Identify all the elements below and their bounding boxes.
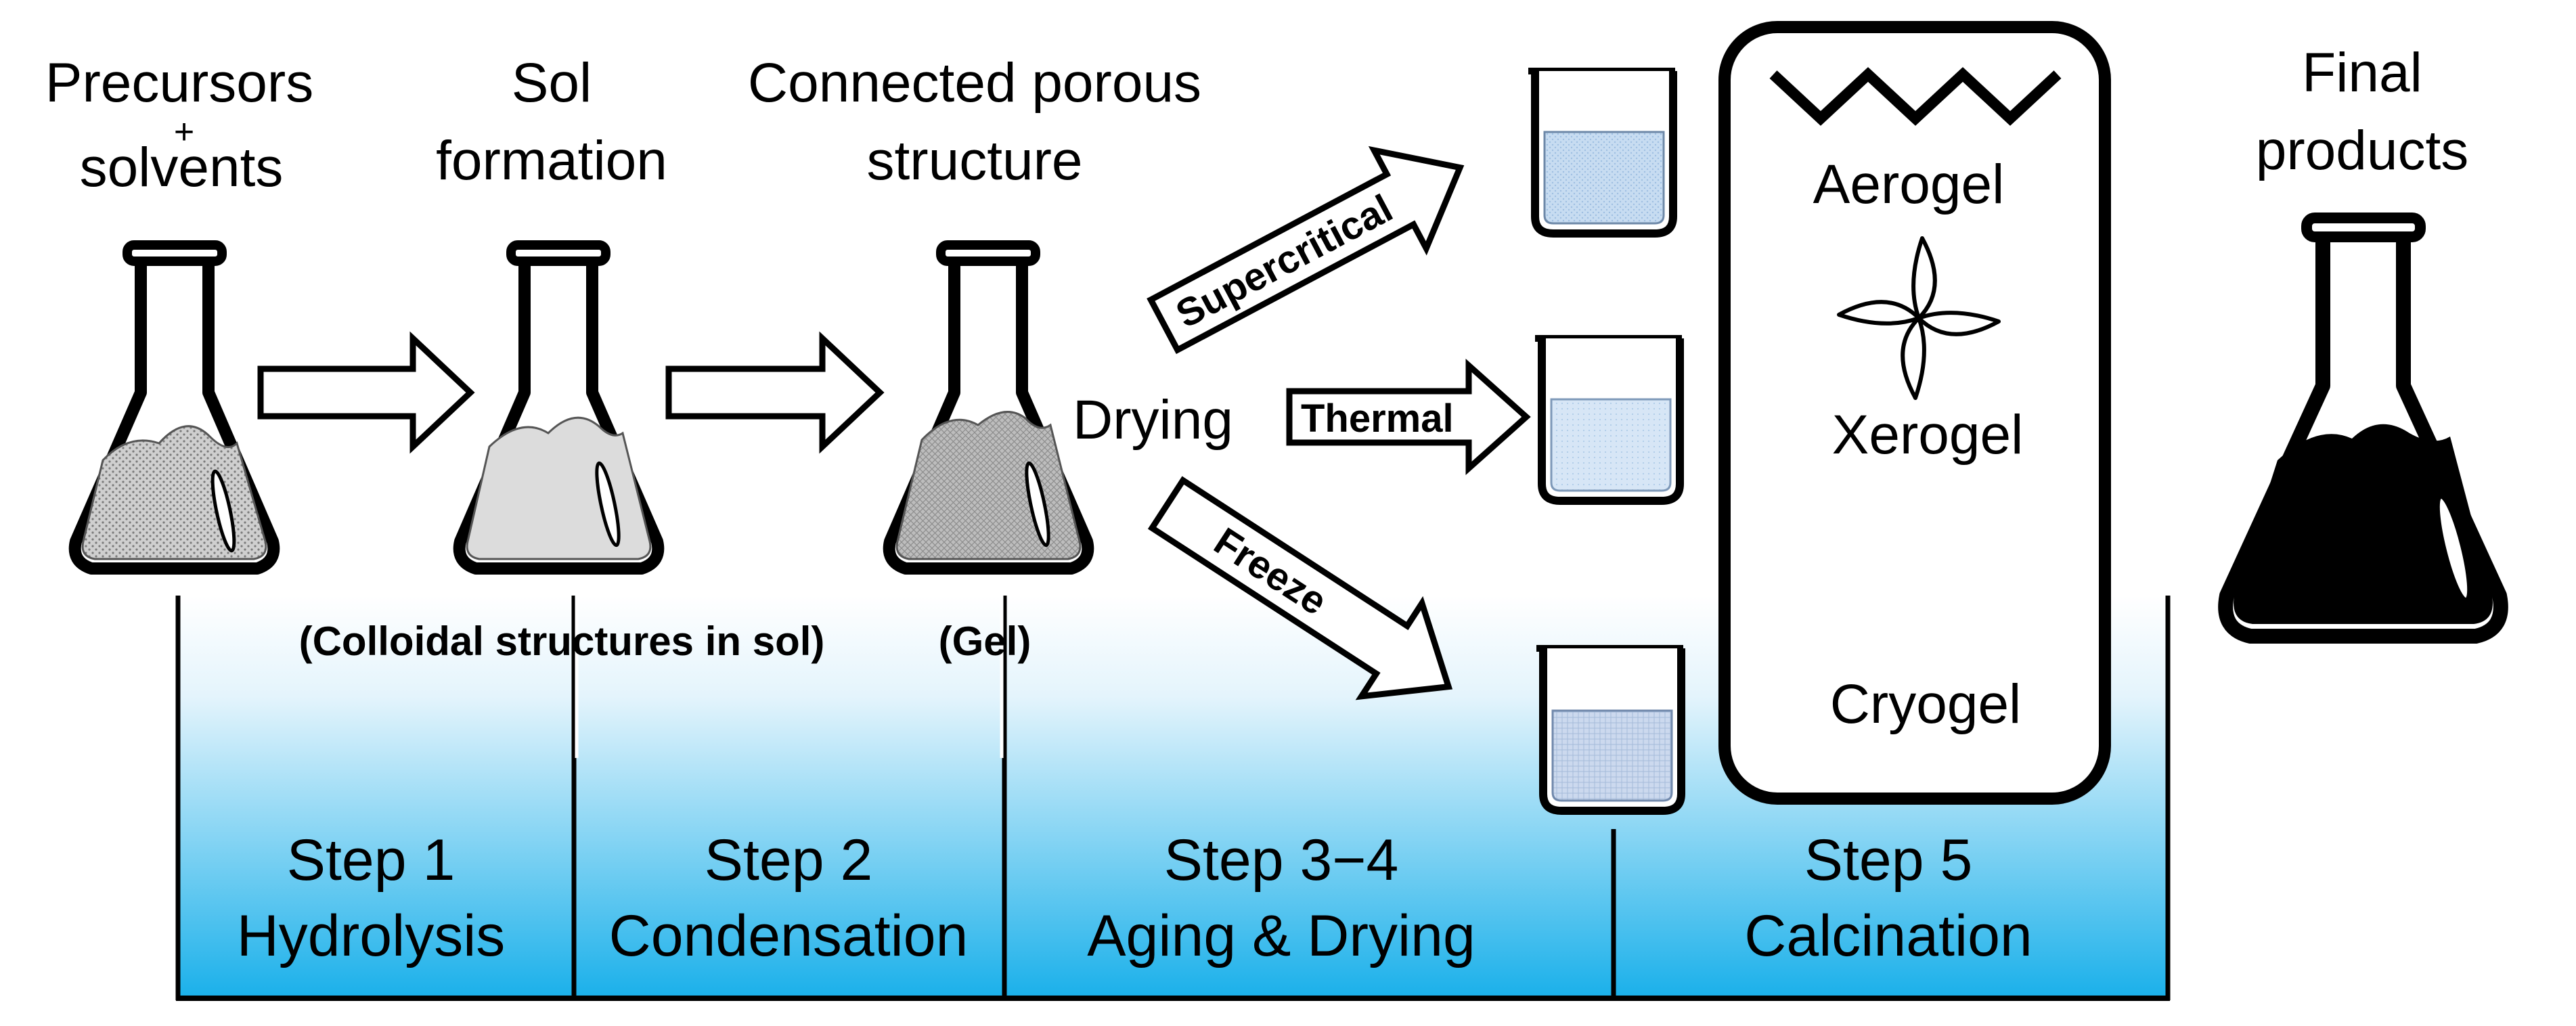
pinwheel-icon [1837,236,2001,400]
step-5-name: Calcination [1744,904,2032,968]
freeze-beaker-liquid [1551,709,1673,802]
sol-liquid [466,416,652,560]
drying-label: Drying [1073,389,1233,451]
porous-label-line2: structure [867,130,1083,192]
step-2-name: Condensation [609,904,969,968]
process-arrow-1 [257,331,475,454]
sol-flask-icon [453,240,665,575]
precursor-flask-icon [68,240,280,575]
zigzag-icon [1769,67,2062,126]
supercritical-arrow-label: Supercritical [1169,186,1400,336]
freeze-beaker-icon [1536,645,1685,815]
porous-label-line1: Connected porous [748,52,1201,114]
step-1-name: Hydrolysis [237,904,506,968]
calcination-products-box: Aerogel Xerogel Cryogel [1718,21,2111,805]
final-products-label-line1: Final [2302,42,2422,104]
precursor-liquid [81,425,267,560]
step-1-number: Step 1 [287,828,456,893]
supercritical-arrow: Supercritical [1147,146,1465,355]
precursors-label-line1: Precursors [45,52,313,114]
precursors-label-line2: solvents [80,137,284,198]
process-arrow-2 [665,331,885,454]
gel-liquid [895,411,1082,560]
final-products-label-line2: products [2256,120,2469,181]
step-3-4-name: Aging & Drying [1087,904,1475,968]
gel-flask-icon [883,240,1094,575]
final-products-flask-icon [2218,213,2508,644]
cryogel-label: Cryogel [1830,673,2022,735]
sol-label-line2: formation [436,130,667,192]
thermal-arrow: Thermal [1286,358,1531,476]
gel-note: (Gel) [939,619,1031,664]
step-3-4-number: Step 3−4 [1164,828,1399,893]
thermal-arrow-label: Thermal [1301,397,1454,441]
sol-label-line1: Sol [512,52,592,114]
aerogel-label: Aerogel [1813,154,2005,215]
final-products-liquid [2234,424,2493,624]
thermal-beaker-icon [1535,335,1684,505]
xerogel-label: Xerogel [1832,404,2024,466]
precursors-plus-sign: + [174,112,194,152]
supercritical-beaker-icon [1528,68,1677,238]
thermal-beaker-liquid [1550,398,1672,492]
supercritical-beaker-liquid [1543,131,1665,225]
step-5-number: Step 5 [1804,828,1973,893]
step-2-number: Step 2 [705,828,873,893]
colloidal-structures-note: (Colloidal structures in sol) [299,619,825,664]
